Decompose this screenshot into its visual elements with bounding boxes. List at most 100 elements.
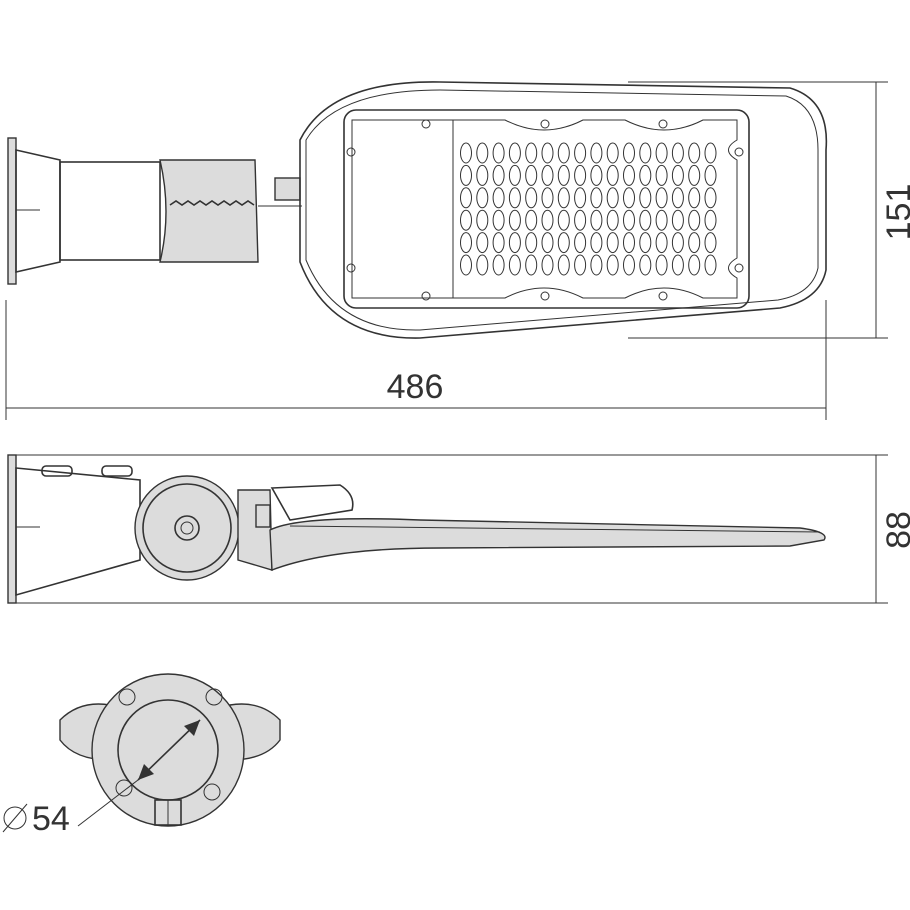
led bbox=[688, 254, 701, 276]
led bbox=[590, 164, 603, 186]
led bbox=[557, 232, 570, 254]
length-label: 486 bbox=[387, 368, 444, 406]
led bbox=[508, 232, 521, 254]
led bbox=[508, 164, 521, 186]
led bbox=[655, 164, 668, 186]
diameter-symbol bbox=[2, 803, 28, 833]
led bbox=[508, 187, 521, 209]
led bbox=[525, 142, 538, 164]
led bbox=[574, 254, 587, 276]
led bbox=[590, 254, 603, 276]
led bbox=[623, 254, 635, 276]
height-label: 88 bbox=[880, 511, 910, 549]
led bbox=[460, 232, 472, 254]
led bbox=[688, 142, 701, 164]
led bbox=[460, 142, 472, 164]
led bbox=[557, 187, 570, 209]
led bbox=[476, 232, 489, 254]
led bbox=[492, 187, 505, 209]
led-panel bbox=[343, 109, 750, 309]
led bbox=[623, 187, 635, 209]
led bbox=[541, 187, 554, 209]
led bbox=[476, 209, 489, 231]
pivot-joint bbox=[134, 475, 240, 581]
led bbox=[492, 232, 505, 254]
led bbox=[655, 254, 668, 276]
led bbox=[460, 254, 472, 276]
led bbox=[704, 254, 717, 276]
led bbox=[492, 209, 505, 231]
width-label: 151 bbox=[880, 184, 910, 241]
led bbox=[492, 164, 505, 186]
led bbox=[623, 164, 635, 186]
led bbox=[541, 232, 554, 254]
led bbox=[623, 232, 635, 254]
led bbox=[671, 142, 684, 164]
led bbox=[525, 232, 538, 254]
led bbox=[655, 232, 668, 254]
mount-plate bbox=[7, 137, 17, 285]
led bbox=[541, 254, 554, 276]
led bbox=[655, 187, 668, 209]
led bbox=[492, 142, 505, 164]
led bbox=[704, 209, 717, 231]
led bbox=[590, 209, 603, 231]
led bbox=[639, 187, 652, 209]
led bbox=[541, 164, 554, 186]
led bbox=[623, 142, 635, 164]
cable-gland bbox=[274, 177, 301, 201]
led bbox=[476, 164, 489, 186]
led bbox=[639, 232, 652, 254]
led bbox=[508, 209, 521, 231]
led bbox=[525, 187, 538, 209]
led bbox=[590, 187, 603, 209]
led bbox=[574, 232, 587, 254]
led bbox=[606, 164, 619, 186]
led bbox=[525, 164, 538, 186]
led bbox=[557, 254, 570, 276]
side-view: 88 bbox=[7, 454, 910, 604]
led bbox=[557, 209, 570, 231]
led bbox=[655, 142, 668, 164]
led bbox=[476, 254, 489, 276]
led bbox=[688, 232, 701, 254]
led bbox=[460, 164, 472, 186]
led bbox=[476, 142, 489, 164]
led bbox=[541, 142, 554, 164]
led bbox=[574, 142, 587, 164]
led bbox=[671, 187, 684, 209]
led bbox=[460, 209, 472, 231]
led bbox=[671, 232, 684, 254]
led bbox=[671, 164, 684, 186]
led bbox=[590, 142, 603, 164]
led bbox=[525, 209, 538, 231]
led bbox=[574, 187, 587, 209]
led bbox=[525, 254, 538, 276]
led bbox=[508, 254, 521, 276]
led bbox=[671, 209, 684, 231]
led bbox=[639, 209, 652, 231]
led bbox=[606, 232, 619, 254]
led bbox=[639, 254, 652, 276]
mount-flange bbox=[15, 148, 61, 274]
led bbox=[557, 142, 570, 164]
led bbox=[671, 254, 684, 276]
led bbox=[606, 187, 619, 209]
led bbox=[639, 164, 652, 186]
led bbox=[541, 209, 554, 231]
led bbox=[508, 142, 521, 164]
led bbox=[492, 254, 505, 276]
led bbox=[688, 187, 701, 209]
diameter-label: 54 bbox=[32, 800, 70, 838]
led bbox=[704, 142, 717, 164]
led bbox=[655, 209, 668, 231]
led bbox=[606, 142, 619, 164]
led bbox=[557, 164, 570, 186]
led bbox=[704, 164, 717, 186]
led bbox=[606, 254, 619, 276]
led bbox=[460, 187, 472, 209]
screws bbox=[346, 119, 744, 301]
top-view: 486 151 bbox=[5, 81, 910, 420]
